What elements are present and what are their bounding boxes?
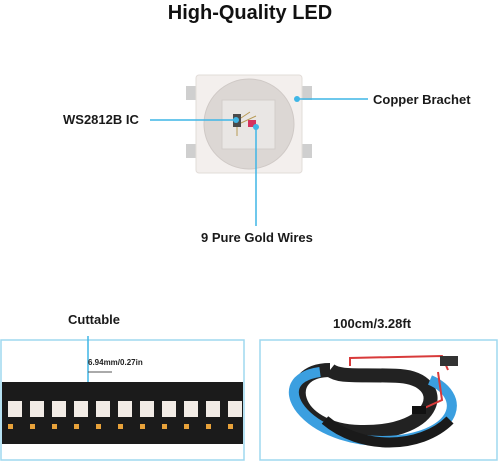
cuttable-label: Cuttable: [68, 312, 120, 327]
strip-led: [118, 401, 132, 417]
solder-pad: [96, 424, 101, 429]
copper-pointer-dot: [294, 96, 300, 102]
solder-pad: [52, 424, 57, 429]
copper-bracket-leg: [186, 86, 198, 100]
solder-pad: [228, 424, 233, 429]
connector-plug: [412, 406, 426, 414]
solder-pad: [140, 424, 145, 429]
solder-pad: [30, 424, 35, 429]
copper-bracket-leg: [186, 144, 198, 158]
solder-pad: [206, 424, 211, 429]
strip-led: [206, 401, 220, 417]
coil-strip-outer: [321, 416, 454, 448]
dimension-label: 6.94mm/0.27in: [88, 358, 143, 367]
strip-led: [96, 401, 110, 417]
coil-strip-inner: [291, 363, 438, 440]
copper-bracket-leg: [300, 144, 312, 158]
led-die: [248, 120, 256, 127]
strip-led: [140, 401, 154, 417]
connector: [440, 356, 458, 366]
ic-label: WS2812B IC: [63, 112, 139, 127]
power-wire: [419, 371, 444, 411]
page-title: High-Quality LED: [167, 2, 333, 24]
solder-pad: [162, 424, 167, 429]
solder-pad: [118, 424, 123, 429]
strip-led: [162, 401, 176, 417]
strip-coil-panel: [259, 339, 498, 461]
ic-pointer-dot: [233, 117, 239, 123]
gold-wires-label: 9 Pure Gold Wires: [201, 230, 313, 245]
strip-closeup-panel: [0, 336, 245, 461]
strip-led: [52, 401, 66, 417]
gold-wires: [236, 111, 257, 136]
strip-led: [184, 401, 198, 417]
solder-pad: [184, 424, 189, 429]
copper-bracket-label: Copper Brachet: [373, 92, 471, 107]
strip-led: [228, 401, 242, 417]
length-label: 100cm/3.28ft: [333, 316, 412, 331]
copper-bracket-leg: [300, 86, 312, 100]
strip-led: [30, 401, 44, 417]
gold-pointer-dot: [253, 124, 259, 130]
strip-led: [8, 401, 22, 417]
strip-led: [74, 401, 88, 417]
solder-pad: [74, 424, 79, 429]
led-chip-illustration: [150, 74, 368, 226]
solder-pad: [8, 424, 13, 429]
